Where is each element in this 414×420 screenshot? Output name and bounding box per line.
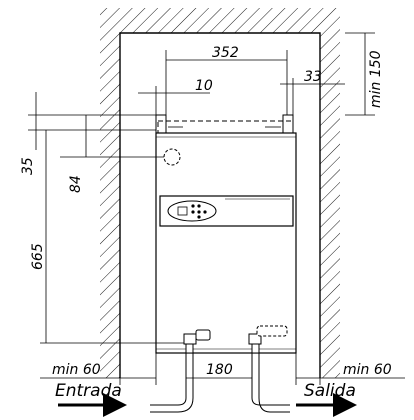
pipe-fittings (183, 325, 288, 354)
dim-35: 35 (20, 157, 36, 175)
dim-min-60-right: min 60 (343, 362, 392, 378)
mounting-rail (155, 114, 294, 134)
dim-min-60-left: min 60 (52, 362, 101, 378)
dim-180: 180 (206, 362, 233, 378)
wall-niche (100, 8, 340, 378)
dim-min-150: min 150 (368, 50, 384, 108)
boiler-body (155, 132, 297, 354)
inlet-label: Entrada (55, 381, 122, 401)
dim-352: 352 (212, 45, 239, 61)
pipes (150, 353, 290, 413)
outlet-label: Salida (304, 381, 356, 401)
dim-665: 665 (30, 243, 46, 270)
dim-10: 10 (195, 78, 213, 94)
dim-84: 84 (68, 175, 84, 193)
dim-33: 33 (304, 69, 322, 85)
pipe-connection-circle (163, 148, 181, 166)
control-panel (159, 195, 294, 227)
dimension-lines (28, 32, 405, 385)
